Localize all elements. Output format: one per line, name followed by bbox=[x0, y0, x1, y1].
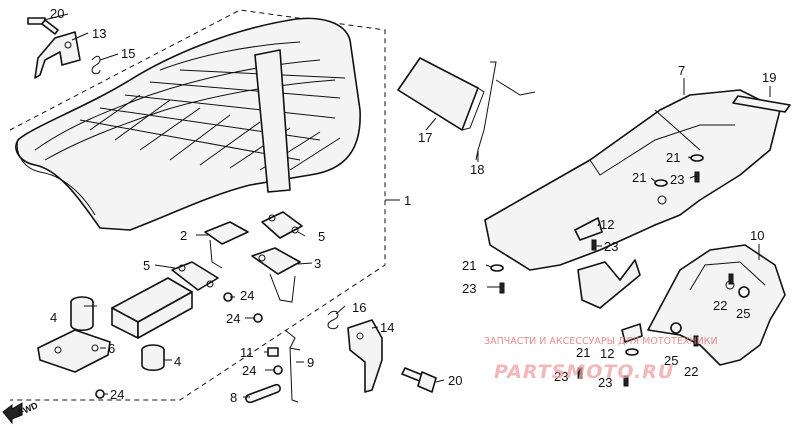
bolt-23-d bbox=[577, 367, 583, 379]
bolt-23-e bbox=[623, 375, 629, 387]
label-6: 6 bbox=[108, 341, 115, 356]
label-21-c: 21 bbox=[462, 258, 476, 273]
bolt-20-bottom bbox=[401, 367, 437, 393]
label-17: 17 bbox=[418, 130, 432, 145]
seat-pad bbox=[111, 277, 193, 339]
seat-assembly bbox=[15, 17, 361, 231]
washer-21-d bbox=[625, 348, 639, 356]
label-9: 9 bbox=[307, 355, 314, 370]
label-24-c: 24 bbox=[110, 387, 124, 402]
tool-bag-17 bbox=[397, 57, 485, 131]
label-18: 18 bbox=[470, 162, 484, 177]
label-21-d: 21 bbox=[576, 345, 590, 360]
screw-22-a bbox=[728, 273, 734, 285]
label-22-a: 22 bbox=[713, 298, 727, 313]
label-2: 2 bbox=[180, 228, 187, 243]
tail-piece-10 bbox=[647, 244, 786, 366]
label-8: 8 bbox=[230, 390, 237, 405]
label-23-d: 23 bbox=[554, 369, 568, 384]
label-11: 11 bbox=[240, 345, 254, 360]
bolt-23-a bbox=[694, 171, 700, 183]
fwd-arrow-icon bbox=[2, 402, 23, 425]
label-25-b: 25 bbox=[664, 353, 678, 368]
bracket-12-lower bbox=[621, 323, 643, 343]
spring-16 bbox=[327, 310, 339, 330]
label-4-left: 4 bbox=[50, 310, 57, 325]
bracket-5-left bbox=[171, 261, 219, 291]
screw-22-b bbox=[693, 335, 699, 347]
washer-21-c bbox=[490, 264, 504, 272]
fwd-label: FWD bbox=[17, 400, 40, 418]
label-12-upper: 12 bbox=[600, 217, 614, 232]
label-19: 19 bbox=[762, 70, 776, 85]
label-21-b: 21 bbox=[632, 170, 646, 185]
spring-15 bbox=[91, 55, 101, 75]
lower-bracket bbox=[577, 259, 641, 309]
label-5-left: 5 bbox=[143, 258, 150, 273]
label-7: 7 bbox=[678, 63, 685, 78]
washer-21-a bbox=[690, 154, 704, 162]
bolt-23-b bbox=[591, 239, 597, 251]
label-16: 16 bbox=[352, 300, 366, 315]
watermark-line1: ЗАПЧАСТИ И АКСЕССУАРЫ ДЛЯ МОТОТЕХНИКИ bbox=[484, 336, 718, 347]
label-22-b: 22 bbox=[684, 364, 698, 379]
bracket-3 bbox=[251, 247, 301, 303]
label-20-bottom: 20 bbox=[448, 373, 462, 388]
label-1: 1 bbox=[404, 193, 411, 208]
bracket-2 bbox=[204, 221, 249, 269]
label-24-d: 24 bbox=[242, 363, 256, 378]
label-12-lower: 12 bbox=[600, 346, 614, 361]
bolt-24-d bbox=[273, 365, 283, 375]
lock-bracket-14 bbox=[347, 319, 383, 393]
latch-bracket-13 bbox=[34, 31, 81, 79]
cushion-4-left bbox=[70, 296, 94, 332]
label-5-right: 5 bbox=[318, 229, 325, 244]
part-labels: 1 2 3 4 4 5 5 6 7 8 9 10 11 12 12 13 14 … bbox=[50, 6, 776, 405]
trim-19 bbox=[732, 95, 791, 113]
bracket-12-upper bbox=[574, 217, 603, 241]
label-23-e: 23 bbox=[598, 375, 612, 390]
pin-20-top bbox=[27, 17, 59, 35]
label-24-a: 24 bbox=[240, 288, 254, 303]
seat-assembly-frame bbox=[9, 9, 386, 401]
watermark-line2: PARTSMOTO.RU bbox=[494, 361, 674, 383]
label-23-b: 23 bbox=[604, 239, 618, 254]
label-24-b: 24 bbox=[226, 311, 240, 326]
grommet-25-a bbox=[670, 322, 682, 334]
label-10: 10 bbox=[750, 228, 764, 243]
bolt-24-b bbox=[253, 313, 263, 323]
leader-lines bbox=[43, 13, 771, 398]
rear-cowl-7 bbox=[484, 89, 781, 271]
grommet-8 bbox=[245, 383, 281, 404]
bolt-24-c bbox=[95, 389, 105, 399]
label-23-a: 23 bbox=[670, 172, 684, 187]
cushion-4-right bbox=[141, 344, 165, 372]
washer-21-b bbox=[654, 179, 668, 187]
bracket-5-right bbox=[261, 211, 303, 239]
fwd-indicator: FWD bbox=[2, 400, 40, 425]
strap-18 bbox=[475, 61, 536, 161]
label-20-top: 20 bbox=[50, 6, 64, 21]
plate-6 bbox=[37, 329, 111, 373]
label-25-a: 25 bbox=[736, 306, 750, 321]
clip-11 bbox=[267, 347, 279, 357]
label-15: 15 bbox=[121, 46, 135, 61]
bolt-23-c bbox=[499, 282, 505, 294]
label-13: 13 bbox=[92, 26, 106, 41]
label-14: 14 bbox=[380, 320, 394, 335]
label-3: 3 bbox=[314, 256, 321, 271]
label-23-c: 23 bbox=[462, 281, 476, 296]
cable-9 bbox=[284, 329, 301, 403]
grommet-25-b bbox=[738, 286, 750, 298]
label-21-a: 21 bbox=[666, 150, 680, 165]
watermark: ЗАПЧАСТИ И АКСЕССУАРЫ ДЛЯ МОТОТЕХНИКИ PA… bbox=[484, 336, 718, 383]
label-4-right: 4 bbox=[174, 354, 181, 369]
